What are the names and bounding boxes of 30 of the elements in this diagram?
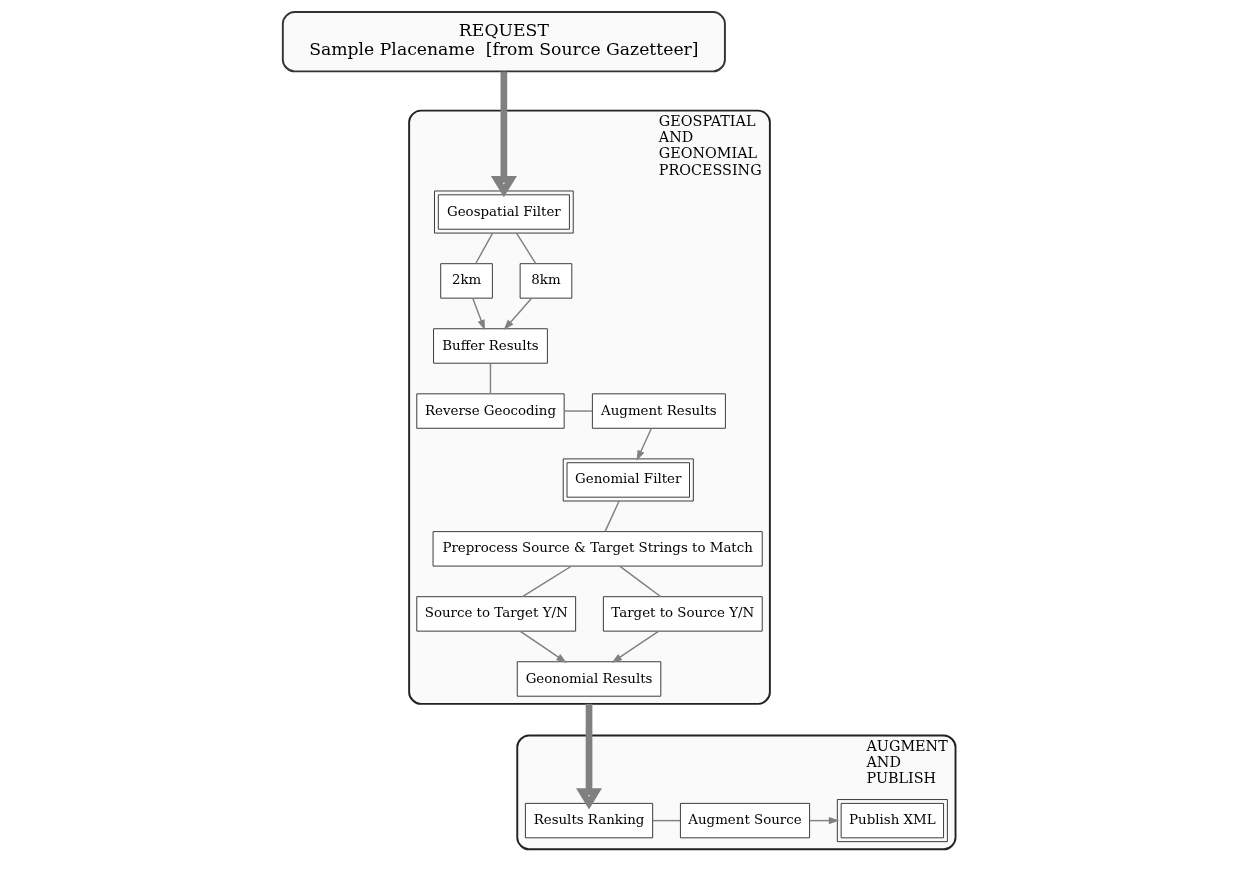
connector bbox=[651, 819, 681, 822]
node-box: Geospatial Filter bbox=[433, 190, 574, 234]
connector bbox=[474, 232, 493, 265]
arrow bbox=[611, 630, 659, 663]
connector bbox=[515, 232, 536, 265]
arrow bbox=[490, 71, 517, 198]
node-box: Source to Target Y/N bbox=[415, 596, 576, 632]
connector bbox=[618, 565, 661, 598]
arrow bbox=[636, 427, 652, 461]
node-box: Buffer Results bbox=[432, 328, 548, 364]
node-box: Augment Source bbox=[679, 802, 810, 839]
arrow bbox=[575, 703, 602, 810]
arrow bbox=[808, 816, 839, 825]
connector bbox=[521, 565, 572, 598]
node-box: Geonomial Results bbox=[516, 661, 661, 697]
arrow bbox=[503, 297, 532, 330]
node-box: Reverse Geocoding bbox=[415, 393, 565, 429]
node-box: 8km bbox=[519, 263, 572, 299]
node-box: Augment Results bbox=[591, 393, 726, 429]
node-box: Results Ranking bbox=[524, 802, 653, 839]
connector bbox=[563, 410, 593, 412]
connector bbox=[489, 362, 491, 395]
node-box: 2km bbox=[439, 263, 493, 299]
arrow bbox=[519, 630, 567, 663]
arrow bbox=[471, 297, 485, 331]
node-box: Preprocess Source & Target Strings to Match bbox=[432, 531, 763, 567]
node-box: REQUEST Sample Placename [from Source Gazetteer] bbox=[281, 11, 726, 73]
node-box: Genomial Filter bbox=[562, 458, 694, 502]
node-box: Target to Source Y/N bbox=[602, 596, 763, 632]
connector bbox=[603, 500, 620, 533]
